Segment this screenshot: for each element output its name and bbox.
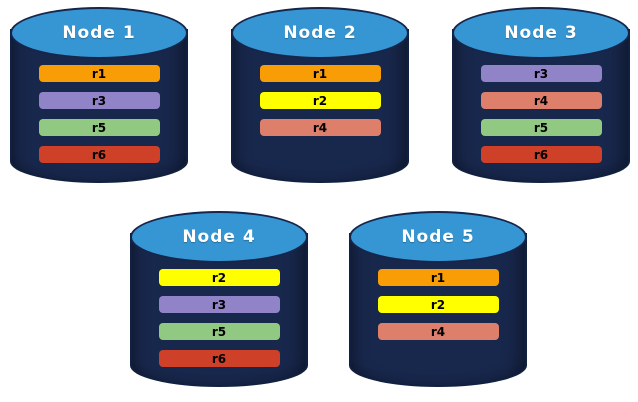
replica-label: r6 (533, 147, 549, 162)
replica-label: r4 (533, 93, 549, 108)
node-label: Node 1 (62, 23, 136, 43)
node-label: Node 4 (182, 227, 256, 247)
replica-bar[interactable]: r6 (158, 350, 280, 367)
database-node-3[interactable]: Node 3 r3 r4 r5 r6 (452, 7, 630, 183)
database-node-1[interactable]: Node 1 r1 r3 r5 r6 (10, 7, 188, 183)
replica-bar[interactable]: r6 (38, 146, 160, 163)
replica-bar[interactable]: r2 (259, 92, 381, 109)
replica-bar[interactable]: r5 (480, 119, 602, 136)
replica-list: r1 r2 r4 (231, 65, 409, 136)
database-node-2[interactable]: Node 2 r1 r2 r4 (231, 7, 409, 183)
replica-list: r1 r3 r5 r6 (10, 65, 188, 163)
cylinder-top-ellipse: Node 1 (10, 7, 188, 59)
replica-bar[interactable]: r1 (377, 269, 499, 286)
database-node-5[interactable]: Node 5 r1 r2 r4 (349, 211, 527, 387)
replica-list: r3 r4 r5 r6 (452, 65, 630, 163)
cylinder-top-ellipse: Node 5 (349, 211, 527, 263)
replica-label: r2 (430, 297, 446, 312)
replica-label: r5 (91, 120, 107, 135)
replica-label: r4 (312, 120, 328, 135)
replica-bar[interactable]: r4 (259, 119, 381, 136)
cylinder-top-ellipse: Node 4 (130, 211, 308, 263)
replica-bar[interactable]: r5 (158, 323, 280, 340)
replica-bar[interactable]: r5 (38, 119, 160, 136)
node-label: Node 5 (401, 227, 475, 247)
replica-label: r4 (430, 324, 446, 339)
replica-label: r2 (211, 270, 227, 285)
node-label: Node 3 (504, 23, 578, 43)
replica-label: r6 (91, 147, 107, 162)
replica-label: r5 (211, 324, 227, 339)
replica-label: r3 (533, 66, 549, 81)
cylinder-top-ellipse: Node 2 (231, 7, 409, 59)
replica-label: r2 (312, 93, 328, 108)
replica-label: r1 (312, 66, 328, 81)
replica-bar[interactable]: r3 (38, 92, 160, 109)
replica-bar[interactable]: r2 (158, 269, 280, 286)
replica-label: r6 (211, 351, 227, 366)
replica-bar[interactable]: r4 (377, 323, 499, 340)
replica-bar[interactable]: r3 (158, 296, 280, 313)
replica-label: r1 (91, 66, 107, 81)
replica-label: r3 (91, 93, 107, 108)
replica-list: r1 r2 r4 (349, 269, 527, 340)
cylinder-top-ellipse: Node 3 (452, 7, 630, 59)
node-label: Node 2 (283, 23, 357, 43)
replica-label: r5 (533, 120, 549, 135)
replica-bar[interactable]: r1 (38, 65, 160, 82)
replica-bar[interactable]: r2 (377, 296, 499, 313)
replica-bar[interactable]: r1 (259, 65, 381, 82)
replica-label: r3 (211, 297, 227, 312)
replica-bar[interactable]: r3 (480, 65, 602, 82)
replica-label: r1 (430, 270, 446, 285)
replica-bar[interactable]: r6 (480, 146, 602, 163)
replica-list: r2 r3 r5 r6 (130, 269, 308, 367)
database-node-4[interactable]: Node 4 r2 r3 r5 r6 (130, 211, 308, 387)
replica-bar[interactable]: r4 (480, 92, 602, 109)
